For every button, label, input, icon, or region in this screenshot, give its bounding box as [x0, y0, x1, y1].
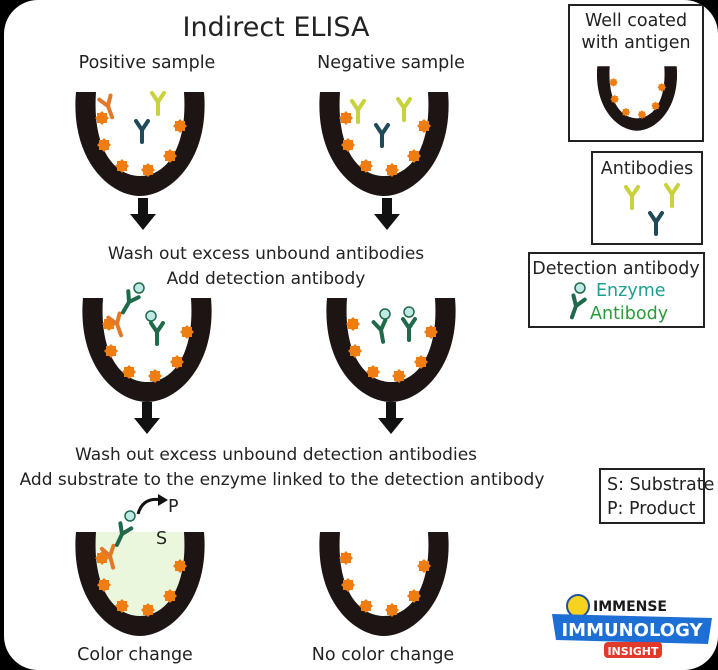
- arrow-down-icon: [134, 402, 160, 434]
- diagram-card: Indirect ELISA Positive sample Negative …: [4, 0, 718, 670]
- negative-well-step1: [319, 92, 449, 196]
- logo-line1: IMMENSE: [593, 599, 667, 615]
- arrow-down-icon: [378, 402, 404, 434]
- legend-antibody-label: Antibody: [590, 304, 668, 324]
- positive-well-result: [75, 494, 205, 636]
- no-color-change-label: No color change: [312, 645, 454, 665]
- legend-substrate-label: S: Substrate: [607, 475, 714, 495]
- step-add-substrate: Add substrate to the enzyme linked to th…: [20, 470, 545, 490]
- negative-sample-label: Negative sample: [317, 53, 465, 73]
- arrow-down-icon: [374, 198, 400, 230]
- substrate-letter: S: [156, 529, 167, 549]
- arrow-down-icon: [130, 198, 156, 230]
- legend-well-line2: with antigen: [581, 33, 690, 53]
- positive-sample-label: Positive sample: [79, 53, 216, 73]
- logo-line3: INSIGHT: [607, 645, 659, 658]
- elisa-diagram: Indirect ELISA Positive sample Negative …: [20, 4, 714, 665]
- negative-well-step2: [326, 298, 456, 402]
- brand-logo: IMMENSE IMMUNOLOGY INSIGHT: [552, 594, 712, 658]
- page-title: Indirect ELISA: [182, 12, 370, 43]
- logo-line2: IMMUNOLOGY: [561, 620, 703, 641]
- positive-well-step2: [82, 282, 212, 402]
- positive-well-step1: [75, 91, 205, 196]
- legend-well-line1: Well coated: [585, 11, 687, 31]
- legend-substrate-box: [599, 468, 705, 524]
- legend-detection-title: Detection antibody: [532, 259, 699, 279]
- step-wash-antibodies: Wash out excess unbound antibodies: [108, 244, 424, 264]
- legend-antibodies-box: [591, 151, 703, 245]
- legend-product-label: P: Product: [607, 499, 696, 519]
- legend-detection-box: [528, 252, 705, 328]
- legend-enzyme-label: Enzyme: [596, 281, 666, 301]
- negative-well-result: [319, 532, 449, 636]
- product-letter: P: [168, 497, 179, 517]
- legend-antibodies-title: Antibodies: [601, 159, 693, 179]
- step-add-detection: Add detection antibody: [167, 269, 366, 289]
- detection-antibody-icon: [564, 282, 587, 322]
- color-change-label: Color change: [77, 645, 193, 665]
- step-wash-detection: Wash out excess unbound detection antibo…: [75, 445, 477, 465]
